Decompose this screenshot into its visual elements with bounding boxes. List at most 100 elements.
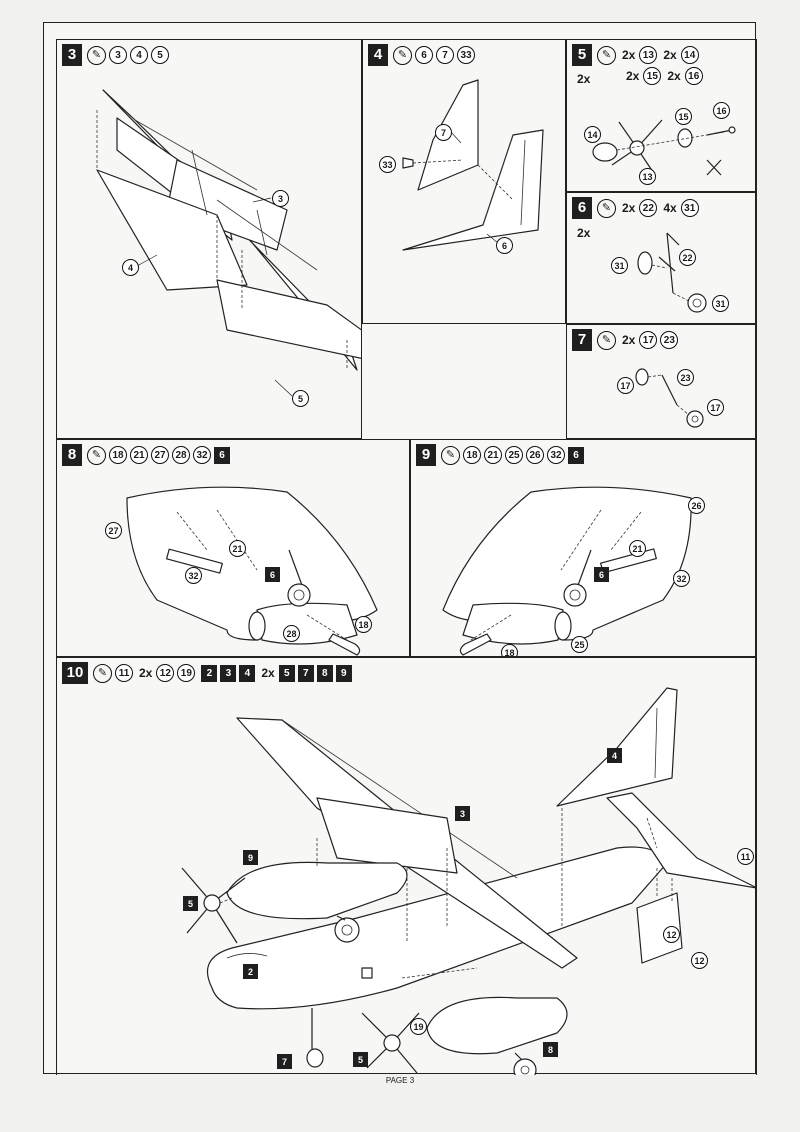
step-number: 5 [572,44,592,66]
part-callout: 32 [673,570,690,587]
final-assembly-drawing [181,687,756,1075]
subassembly-callout: 6 [594,567,609,582]
part-circle: 5 [151,46,169,64]
part-circle: 12 [156,664,175,682]
part-circle: 11 [115,664,133,682]
instruction-sheet: 3 ✎ 3 4 5 3 4 5 [43,22,757,1075]
step-9-panel: 9 ✎ 18 21 25 26 32 6 26 21 32 6 18 25 [410,439,757,657]
part-callout: 28 [283,625,300,642]
glue-tube-icon: ✎ [87,45,106,65]
part-callout: 23 [677,369,694,386]
part-circle: 25 [505,446,523,464]
step-number: 10 [62,662,88,684]
step-number: 6 [572,197,592,219]
glue-tube-icon: ✎ [93,663,112,683]
quantity-label: 2x [577,72,591,86]
part-circle: 19 [177,664,196,682]
part-callout: 17 [707,399,724,416]
step-10-header: 10 ✎ 11 2x 12 19 2 3 4 2x 5 7 8 9 [57,658,352,684]
part-circle: 33 [457,46,475,64]
part-callout: 13 [639,168,656,185]
wing-assembly-drawing [96,89,361,397]
subassembly-ref: 6 [568,446,584,464]
part-circle: 32 [193,446,211,464]
step-5-panel: 5 ✎ 2x 13 2x 14 2x 2x 15 2x 16 [566,39,757,192]
subassembly-callout: 4 [607,748,622,763]
right-nacelle-drawing [442,486,692,656]
step-7-header: 7 ✎ 2x 17 23 [567,325,679,351]
step-number: 9 [416,444,436,466]
glue-tube-icon: ✎ [87,445,106,465]
part-circle: 31 [680,199,699,217]
part-callout: 16 [713,102,730,119]
subassembly-callout: 3 [455,806,470,821]
step-number: 7 [572,329,592,351]
part-callout: 7 [435,124,452,141]
part-circle: 21 [130,446,148,464]
step-6-header: 6 ✎ 2x 22 4x 31 [567,193,699,219]
part-circle: 27 [151,446,169,464]
part-callout: 12 [663,926,680,943]
step-4-panel: 4 ✎ 6 7 33 7 33 6 [362,39,566,324]
glue-tube-icon: ✎ [441,445,460,465]
step-5-header: 5 ✎ 2x 13 2x 14 [567,40,699,66]
step-3-header: 3 ✎ 3 4 5 [57,40,169,66]
page-number: PAGE 3 [385,1076,415,1085]
nose-gear-drawing [635,368,704,428]
subassembly-ref: 6 [214,446,230,464]
part-circle: 22 [639,199,658,217]
part-callout: 21 [629,540,646,557]
part-callout: 31 [712,295,729,312]
step-8-header: 8 ✎ 18 21 27 28 32 6 [57,440,230,466]
step-9-header: 9 ✎ 18 21 25 26 32 6 [411,440,584,466]
propeller-drawing [592,119,736,176]
step-number: 8 [62,444,82,466]
part-circle: 15 [643,67,662,85]
part-circle: 6 [415,46,433,64]
subassembly-ref: 2 [201,664,218,682]
glue-tube-icon: ✎ [597,45,616,65]
step-3-panel: 3 ✎ 3 4 5 3 4 5 [56,39,362,439]
subassembly-ref: 9 [335,664,352,682]
subassembly-callout: 5 [183,896,198,911]
part-callout: 18 [501,644,518,656]
left-nacelle-drawing [126,486,378,656]
part-callout: 5 [292,390,309,407]
glue-tube-icon: ✎ [597,198,616,218]
part-callout: 21 [229,540,246,557]
part-circle: 3 [109,46,127,64]
part-circle: 18 [109,446,127,464]
part-circle: 32 [547,446,565,464]
subassembly-callout: 7 [277,1054,292,1069]
part-circle: 18 [463,446,481,464]
part-callout: 18 [355,616,372,633]
part-circle: 16 [684,67,703,85]
part-circle: 28 [172,446,190,464]
step-7-panel: 7 ✎ 2x 17 23 17 23 17 [566,324,757,439]
step-4-header: 4 ✎ 6 7 33 [363,40,475,66]
part-callout: 3 [272,190,289,207]
main-gear-drawing [637,232,707,313]
glue-tube-icon: ✎ [597,330,616,350]
part-circle: 26 [526,446,544,464]
step-8-panel: 8 ✎ 18 21 27 28 32 6 27 21 32 6 28 18 [56,439,410,657]
subassembly-callout: 2 [243,964,258,979]
fin-assembly-drawing [402,79,544,251]
part-callout: 27 [105,522,122,539]
part-callout: 31 [611,257,628,274]
step-number: 4 [368,44,388,66]
quantity-label: 2x [577,226,591,240]
subassembly-ref: 4 [239,664,256,682]
part-callout: 32 [185,567,202,584]
subassembly-callout: 5 [353,1052,368,1067]
part-callout: 12 [691,952,708,969]
part-callout: 6 [496,237,513,254]
part-callout: 14 [584,126,601,143]
part-callout: 19 [410,1018,427,1035]
part-callout: 15 [675,108,692,125]
part-callout: 22 [679,249,696,266]
part-callout: 4 [122,259,139,276]
part-callout: 17 [617,377,634,394]
subassembly-ref: 3 [220,664,237,682]
step-6-panel: 6 ✎ 2x 22 4x 31 2x 31 22 31 [566,192,757,324]
